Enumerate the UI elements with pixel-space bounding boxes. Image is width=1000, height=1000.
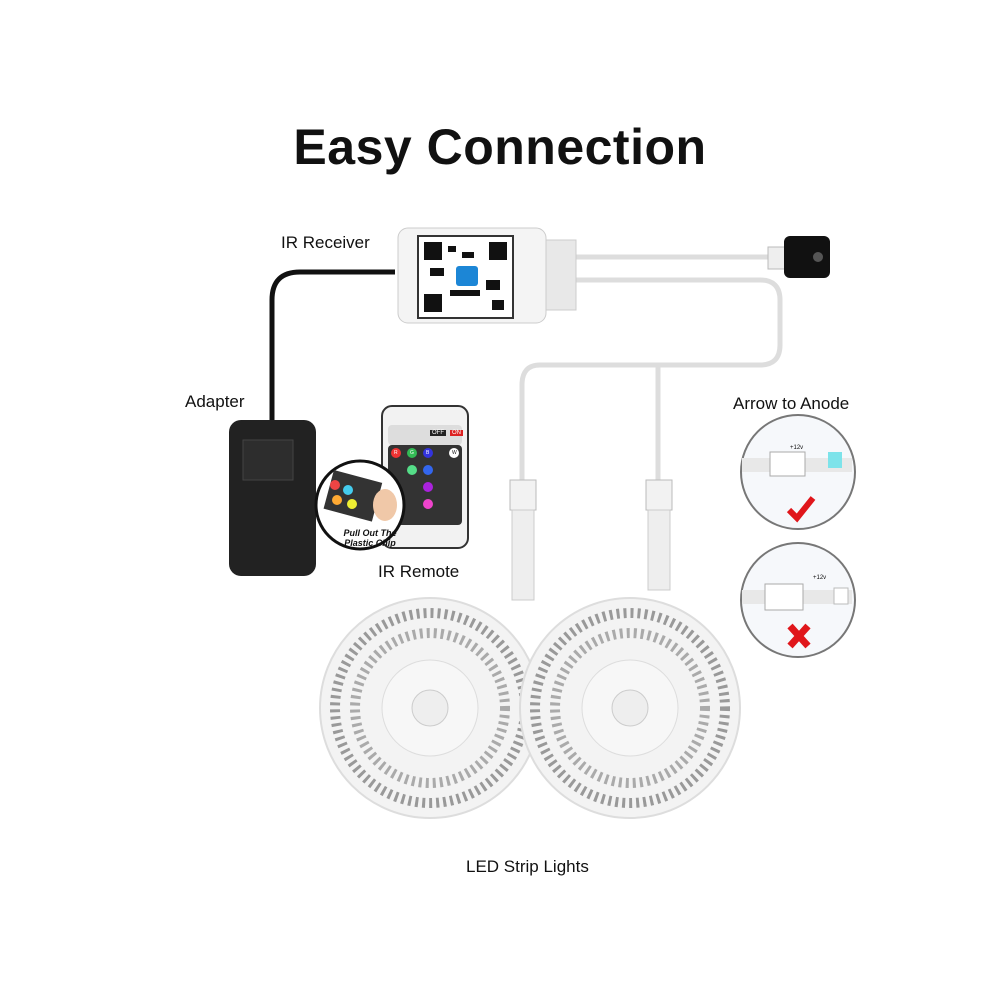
led-reel-right bbox=[519, 597, 741, 819]
remote-chip-note: Pull Out The Plastic Chip bbox=[343, 528, 397, 548]
remote-w-button: W bbox=[452, 450, 457, 456]
page-title: Easy Connection bbox=[293, 119, 707, 175]
label-ir-receiver: IR Receiver bbox=[281, 233, 370, 252]
label-led-strip-lights: LED Strip Lights bbox=[466, 857, 589, 876]
remote-r-button: R bbox=[394, 450, 398, 456]
remote-g-button: G bbox=[410, 450, 414, 456]
cables bbox=[519, 254, 783, 480]
check-icon bbox=[786, 496, 816, 523]
x-icon bbox=[787, 623, 811, 649]
adapter-cable bbox=[269, 269, 395, 420]
label-ir-remote: IR Remote bbox=[378, 562, 460, 581]
label-arrow-to-anode: Arrow to Anode bbox=[733, 394, 850, 413]
bluetooth-icon bbox=[456, 266, 478, 286]
remote-on-button: ON bbox=[450, 430, 463, 436]
remote-b-button: B bbox=[426, 450, 430, 456]
strip-connectors bbox=[509, 479, 673, 601]
anode-correct bbox=[740, 414, 856, 530]
ir-remote bbox=[314, 405, 469, 551]
label-adapter: Adapter bbox=[185, 392, 245, 411]
remote-off-button: OFF bbox=[430, 430, 446, 436]
voltage-label-correct: +12v bbox=[790, 445, 804, 451]
dc-connector bbox=[767, 236, 830, 278]
voltage-label-wrong: +12v bbox=[813, 575, 827, 581]
ir-receiver-box bbox=[397, 227, 577, 324]
anode-wrong bbox=[740, 542, 856, 658]
led-reel-left bbox=[319, 597, 541, 819]
adapter bbox=[229, 420, 316, 576]
